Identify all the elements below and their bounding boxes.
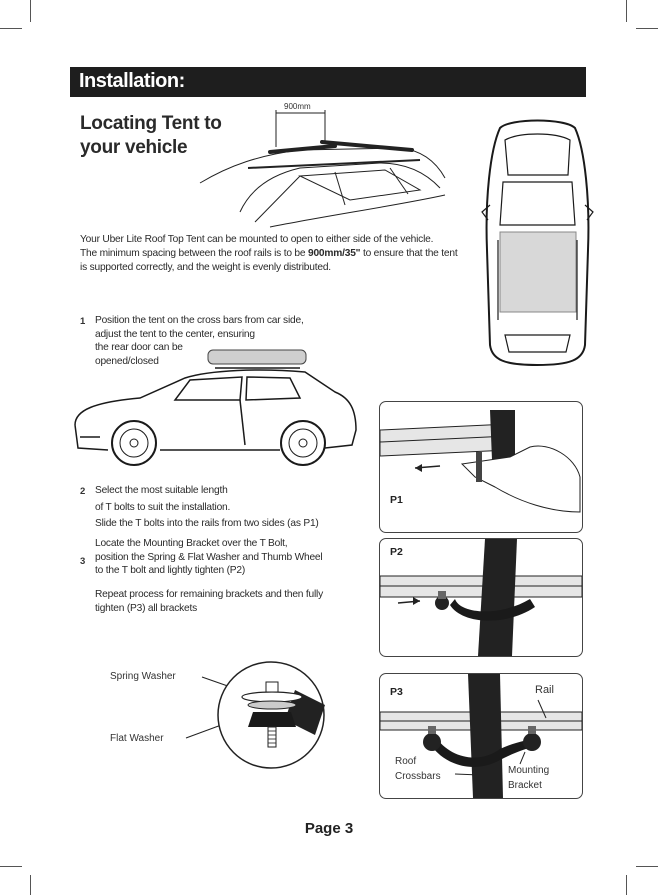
spacing-value: 900mm/35" xyxy=(308,248,361,259)
step-line: of T bolts to suit the installation. xyxy=(95,501,231,513)
mount-label-line: Bracket xyxy=(508,780,542,791)
intro-paragraph: Your Uber Lite Roof Top Tent can be moun… xyxy=(80,233,490,275)
step-line: Repeat process for remaining brackets an… xyxy=(95,589,324,600)
mount-label-line: Mounting xyxy=(508,765,550,776)
crop-mark xyxy=(636,866,658,867)
flat-washer-label: Flat Washer xyxy=(110,733,164,744)
roof-label-line: Roof xyxy=(395,756,417,767)
step-line: to the T bolt and lightly tighten (P2) xyxy=(95,565,246,576)
step-1-text: Position the tent on the cross bars from… xyxy=(95,314,304,368)
tent-footprint xyxy=(499,231,577,313)
crop-mark xyxy=(636,28,658,29)
p3-illustration xyxy=(380,674,582,798)
dimension-label: 900mm xyxy=(284,102,311,111)
crop-mark xyxy=(30,0,31,22)
step-line: Locate the Mounting Bracket over the T B… xyxy=(95,538,288,549)
page-title: Locating Tent to your vehicle xyxy=(80,112,222,160)
crop-mark xyxy=(0,28,22,29)
step-line: the rear door can be xyxy=(95,342,183,353)
intro-text: to ensure that the tent xyxy=(360,248,458,259)
crop-mark xyxy=(626,875,627,895)
step-line: Select the most suitable length xyxy=(95,485,228,496)
step-2-text: Select the most suitable length of T bol… xyxy=(95,484,319,531)
step-line: position the Spring & Flat Washer and Th… xyxy=(95,551,323,563)
page-number: Page 3 xyxy=(304,820,354,837)
rail-label: Rail xyxy=(535,684,554,696)
step-3-text: Locate the Mounting Bracket over the T B… xyxy=(95,537,323,578)
step-line: adjust the tent to the center, ensuring xyxy=(95,328,255,340)
step-line: tighten (P3) all brackets xyxy=(95,602,198,614)
panel-p1-label: P1 xyxy=(390,494,403,506)
step-line: Position the tent on the cross bars from… xyxy=(95,315,304,326)
intro-line: The minimum spacing between the roof rai… xyxy=(80,247,490,261)
title-line-2: your vehicle xyxy=(80,137,188,158)
step-number: 1 xyxy=(80,316,86,327)
section-header-bar: Installation: xyxy=(70,67,586,97)
step-line: opened/closed xyxy=(95,355,159,367)
p1-illustration xyxy=(380,410,581,513)
panel-p1: P1 xyxy=(379,401,583,533)
mounting-bracket-label: Mounting Bracket xyxy=(508,763,549,793)
intro-text: The minimum spacing between the roof rai… xyxy=(80,248,308,259)
p2-illustration xyxy=(380,539,582,656)
step-number: 3 xyxy=(80,556,86,567)
panel-p3-label: P3 xyxy=(390,686,403,698)
crop-mark xyxy=(30,875,31,895)
section-header-title: Installation: xyxy=(79,70,185,92)
title-line-1: Locating Tent to xyxy=(80,113,222,134)
panel-p2: P2 xyxy=(379,538,583,657)
intro-line: Your Uber Lite Roof Top Tent can be moun… xyxy=(80,234,434,245)
crop-mark xyxy=(626,0,627,22)
panel-p2-label: P2 xyxy=(390,546,403,558)
roof-label-line: Crossbars xyxy=(395,771,441,782)
panel-p3: P3 Rail Roof Crossbars Mounting Bracket xyxy=(379,673,583,799)
repeat-instruction: Repeat process for remaining brackets an… xyxy=(95,588,323,615)
tent-on-roof xyxy=(207,349,307,365)
intro-line: is supported correctly, and the weight i… xyxy=(80,262,331,273)
step-line: Slide the T bolts into the rails from tw… xyxy=(95,518,319,529)
spring-washer-label: Spring Washer xyxy=(110,671,176,682)
crop-mark xyxy=(0,866,22,867)
roof-crossbars-label: Roof Crossbars xyxy=(395,754,441,784)
step-number: 2 xyxy=(80,486,86,497)
